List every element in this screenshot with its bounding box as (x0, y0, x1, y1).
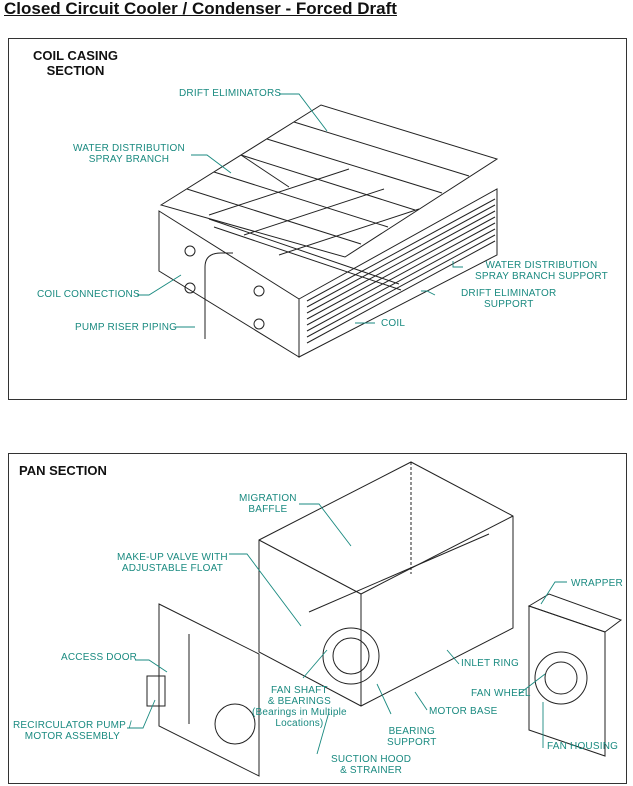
fan-housing-inlet-ring (534, 651, 588, 705)
label-suction-hood-strainer: SUCTION HOOD & STRAINER (331, 754, 411, 776)
coil-casing-illustration (137, 93, 499, 358)
pan-section-illustration (127, 461, 623, 777)
label-water-dist-line1: WATER DISTRIBUTION (73, 143, 185, 154)
label-water-dist-support-line1: WATER DISTRIBUTION (485, 260, 598, 271)
label-access-door: ACCESS DOOR (61, 652, 138, 663)
casing-front-wall (158, 210, 300, 358)
label-bearing-support: BEARING SUPPORT (387, 726, 437, 748)
coil-casing-panel: COIL CASING SECTION DRIFT ELIMINATORS WA… (8, 38, 627, 400)
label-motor-base: MOTOR BASE (429, 706, 498, 717)
pan-section-title: PAN SECTION (19, 463, 107, 478)
pump-riser-pipe (204, 252, 233, 339)
fan-shaft (308, 533, 490, 613)
drift-eliminator-perforation (186, 121, 470, 245)
wrapper-top (527, 593, 623, 633)
label-drift-elim-support-line1: DRIFT ELIMINATOR (461, 288, 557, 299)
label-fan-shaft-bearings: FAN SHAFT & BEARINGS (Bearings in Multip… (252, 685, 347, 729)
label-drift-elim-support-line2: SUPPORT (483, 299, 534, 310)
drift-eliminator-top (159, 104, 499, 258)
label-drift-eliminator-support: DRIFT ELIMINATOR SUPPORT (461, 288, 556, 310)
page-title: Closed Circuit Cooler / Condenser - Forc… (4, 0, 397, 18)
access-door-panel (158, 603, 260, 777)
spray-branches (208, 168, 420, 256)
pan-frame (258, 461, 514, 707)
label-fan-shaft-line2: & BEARINGS (267, 696, 331, 707)
label-coil: COIL (381, 318, 406, 329)
fan-wheel-in-frame (332, 637, 370, 675)
label-drift-eliminators: DRIFT ELIMINATORS (179, 88, 282, 99)
label-inlet-ring: INLET RING (461, 658, 519, 669)
label-water-distribution-spray-branch: WATER DISTRIBUTION SPRAY BRANCH (73, 143, 185, 165)
pan-section-panel: PAN SECTION MIGRATION BAFFLE MAKE-UP VAL… (8, 453, 627, 784)
label-bearing-line2: SUPPORT (387, 737, 437, 748)
label-fan-shaft-line3: (Bearings in Multiple (252, 707, 347, 718)
label-suction-line1: SUCTION HOOD (331, 754, 412, 765)
casing-side-wall (298, 188, 498, 358)
label-water-dist-support-line2: SPRAY BRANCH SUPPORT (475, 271, 608, 282)
label-migration-line1: MIGRATION (239, 493, 297, 504)
label-makeup-line2: ADJUSTABLE FLOAT (121, 563, 224, 574)
frame-top-side-edge (360, 515, 514, 595)
label-water-dist-line2: SPRAY BRANCH (88, 154, 170, 165)
label-recirc-line2: MOTOR ASSEMBLY (24, 731, 121, 742)
label-fan-shaft-line4: Locations) (275, 718, 324, 729)
label-migration-baffle: MIGRATION BAFFLE (239, 493, 297, 515)
coil-section-title-line2: SECTION (46, 63, 105, 78)
coil-connection-nozzles (184, 245, 265, 330)
label-fan-wheel: FAN WHEEL (471, 688, 531, 699)
pan-leader-lines (127, 503, 567, 755)
label-bearing-line1: BEARING (388, 726, 435, 737)
access-door-opening (214, 703, 256, 745)
label-recirc-line1: RECIRCULATOR PUMP / (13, 720, 132, 731)
coil-section-title: COIL CASING SECTION (33, 48, 118, 78)
recirc-pump-body (146, 675, 166, 707)
fan-inlet-circle (322, 627, 380, 685)
coil-leader-lines (137, 93, 463, 328)
coil-tubes (208, 198, 496, 344)
label-fan-housing: FAN HOUSING (547, 741, 619, 752)
label-fan-shaft-line1: FAN SHAFT (270, 685, 328, 696)
label-wrapper: WRAPPER (571, 578, 623, 589)
coil-section-title-line1: COIL CASING (33, 48, 118, 63)
label-recirculator-pump: RECIRCULATOR PUMP / MOTOR ASSEMBLY (13, 720, 132, 742)
label-pump-riser-piping: PUMP RISER PIPING (75, 322, 178, 333)
label-coil-connections: COIL CONNECTIONS (37, 289, 140, 300)
fan-housing-wheel (544, 661, 578, 695)
label-water-distribution-spray-branch-support: WATER DISTRIBUTION SPRAY BRANCH SUPPORT (475, 260, 608, 282)
label-suction-line2: & STRAINER (340, 765, 403, 776)
label-migration-line2: BAFFLE (248, 504, 288, 515)
label-makeup-valve: MAKE-UP VALVE WITH ADJUSTABLE FLOAT (117, 552, 228, 574)
label-makeup-line1: MAKE-UP VALVE WITH (117, 552, 228, 563)
frame-top-front-edge (258, 539, 362, 595)
